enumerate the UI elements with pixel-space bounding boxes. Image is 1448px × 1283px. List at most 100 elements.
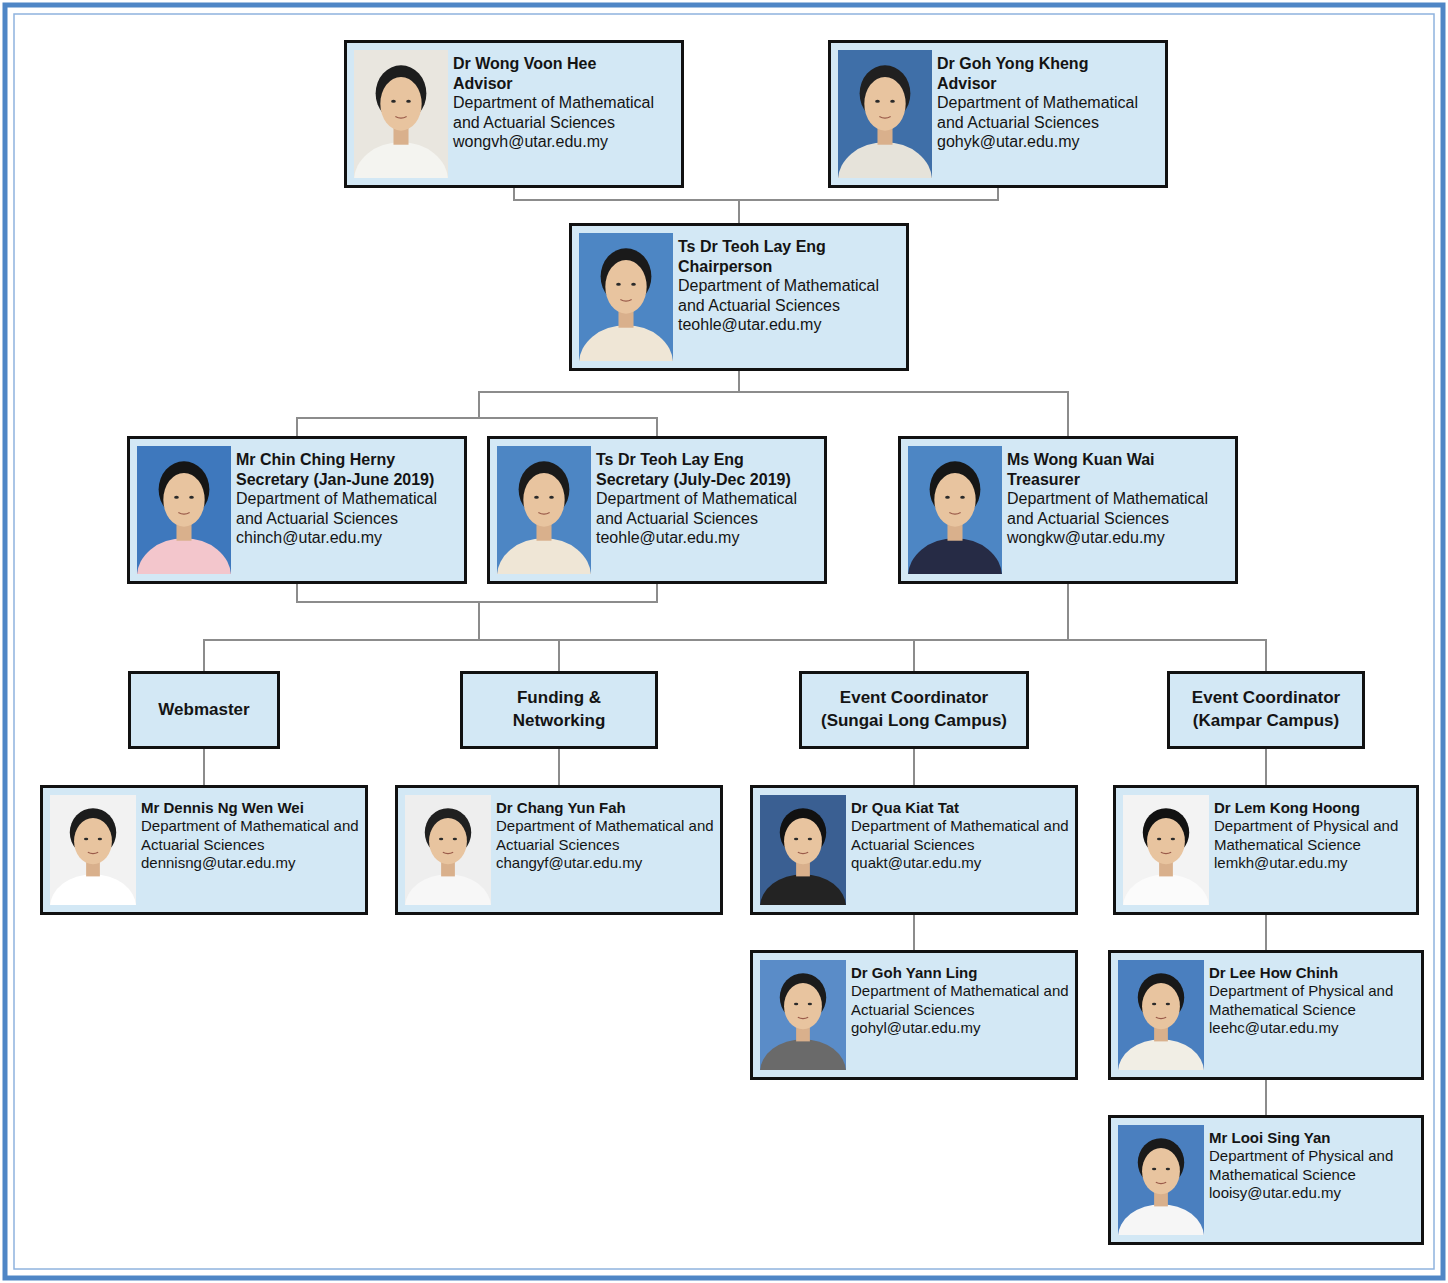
role-title: Event Coordinator (Sungai Long Campus) <box>811 687 1017 733</box>
org-connector <box>479 371 739 436</box>
member-card: Dr Goh Yann LingDepartment of Mathematic… <box>750 950 1078 1080</box>
member-card: Dr Wong Voon HeeAdvisorDepartment of Mat… <box>344 40 684 188</box>
org-connector <box>203 749 205 785</box>
member-role: Advisor <box>453 74 679 94</box>
portrait-photo <box>579 233 673 361</box>
member-card: Mr Chin Ching HernySecretary (Jan-June 2… <box>127 436 467 584</box>
portrait-photo <box>50 795 136 905</box>
org-connector <box>558 749 560 785</box>
email-address: teohle@utar.edu.my <box>678 315 904 335</box>
department-name: Department of Mathematical and Actuarial… <box>937 93 1163 132</box>
member-name: Dr Lee How Chinh <box>1209 964 1419 982</box>
org-connector <box>1265 1080 1267 1115</box>
portrait-photo <box>405 795 491 905</box>
department-name: Department of Mathematical and Actuarial… <box>453 93 679 132</box>
org-connector <box>914 584 1068 671</box>
portrait-photo <box>838 50 932 178</box>
member-name: Mr Looi Sing Yan <box>1209 1129 1419 1147</box>
portrait-photo <box>1118 960 1204 1070</box>
member-name: Dr Wong Voon Hee <box>453 54 679 74</box>
portrait-photo <box>354 50 448 178</box>
org-connector <box>739 371 1068 436</box>
org-connector <box>1068 584 1266 671</box>
department-name: Department of Mathematical and Actuarial… <box>596 489 822 528</box>
member-card: Dr Lem Kong HoongDepartment of Physical … <box>1113 785 1419 915</box>
portrait-photo <box>760 795 846 905</box>
member-card: Dr Goh Yong KhengAdvisorDepartment of Ma… <box>828 40 1168 188</box>
email-address: dennisng@utar.edu.my <box>141 854 363 872</box>
org-connector <box>204 584 479 671</box>
role-title: Event Coordinator (Kampar Campus) <box>1179 687 1353 733</box>
member-role: Secretary (Jan-June 2019) <box>236 470 462 490</box>
org-connector <box>1265 915 1267 950</box>
role-title: Webmaster <box>158 699 249 722</box>
member-card: Mr Looi Sing YanDepartment of Physical a… <box>1108 1115 1424 1245</box>
member-name: Dr Qua Kiat Tat <box>851 799 1073 817</box>
org-connector <box>479 584 657 671</box>
org-connector <box>913 749 915 785</box>
member-name: Dr Chang Yun Fah <box>496 799 718 817</box>
org-connector <box>913 915 915 950</box>
member-card: Dr Chang Yun FahDepartment of Mathematic… <box>395 785 723 915</box>
email-address: wongvh@utar.edu.my <box>453 132 679 152</box>
org-connector <box>559 584 1068 671</box>
portrait-photo <box>1123 795 1209 905</box>
member-card: Dr Lee How ChinhDepartment of Physical a… <box>1108 950 1424 1080</box>
department-name: Department of Mathematical and Actuarial… <box>851 982 1073 1019</box>
member-name: Mr Chin Ching Herny <box>236 450 462 470</box>
org-connector <box>297 584 559 671</box>
role-box: Event Coordinator (Kampar Campus) <box>1167 671 1365 749</box>
department-name: Department of Mathematical and Actuarial… <box>678 276 904 315</box>
member-name: Dr Lem Kong Hoong <box>1214 799 1414 817</box>
org-connector <box>297 584 1266 671</box>
role-box: Event Coordinator (Sungai Long Campus) <box>799 671 1029 749</box>
member-role: Advisor <box>937 74 1163 94</box>
org-connector <box>204 584 657 671</box>
org-connector <box>1265 749 1267 785</box>
email-address: leehc@utar.edu.my <box>1209 1019 1419 1037</box>
member-role: Treasurer <box>1007 470 1233 490</box>
member-card: Ts Dr Teoh Lay EngSecretary (July-Dec 20… <box>487 436 827 584</box>
member-name: Dr Goh Yann Ling <box>851 964 1073 982</box>
org-connector <box>204 584 1068 671</box>
org-connector <box>514 188 739 223</box>
portrait-photo <box>137 446 231 574</box>
role-box: Webmaster <box>128 671 280 749</box>
inner-border <box>14 14 1434 1269</box>
email-address: chinch@utar.edu.my <box>236 528 462 548</box>
member-card: Dr Qua Kiat TatDepartment of Mathematica… <box>750 785 1078 915</box>
email-address: wongkw@utar.edu.my <box>1007 528 1233 548</box>
member-name: Ts Dr Teoh Lay Eng <box>596 450 822 470</box>
email-address: gohyl@utar.edu.my <box>851 1019 1073 1037</box>
member-card: Mr Dennis Ng Wen WeiDepartment of Mathem… <box>40 785 368 915</box>
member-name: Mr Dennis Ng Wen Wei <box>141 799 363 817</box>
org-connector <box>739 188 998 223</box>
department-name: Department of Physical and Mathematical … <box>1209 1147 1419 1184</box>
portrait-photo <box>908 446 1002 574</box>
department-name: Department of Physical and Mathematical … <box>1214 817 1414 854</box>
member-card: Ms Wong Kuan WaiTreasurerDepartment of M… <box>898 436 1238 584</box>
department-name: Department of Physical and Mathematical … <box>1209 982 1419 1019</box>
member-card: Ts Dr Teoh Lay EngChairpersonDepartment … <box>569 223 909 371</box>
org-connector <box>479 584 914 671</box>
portrait-photo <box>1118 1125 1204 1235</box>
member-role: Secretary (July-Dec 2019) <box>596 470 822 490</box>
member-name: Ms Wong Kuan Wai <box>1007 450 1233 470</box>
email-address: gohyk@utar.edu.my <box>937 132 1163 152</box>
department-name: Department of Mathematical and Actuarial… <box>236 489 462 528</box>
portrait-photo <box>497 446 591 574</box>
portrait-photo <box>760 960 846 1070</box>
org-connector <box>297 371 739 436</box>
org-connector <box>479 584 1266 671</box>
member-role: Chairperson <box>678 257 904 277</box>
outer-border <box>5 5 1443 1278</box>
department-name: Department of Mathematical and Actuarial… <box>141 817 363 854</box>
department-name: Department of Mathematical and Actuarial… <box>1007 489 1233 528</box>
email-address: looisy@utar.edu.my <box>1209 1184 1419 1202</box>
email-address: changyf@utar.edu.my <box>496 854 718 872</box>
member-name: Dr Goh Yong Kheng <box>937 54 1163 74</box>
role-title: Funding & Networking <box>472 687 646 733</box>
